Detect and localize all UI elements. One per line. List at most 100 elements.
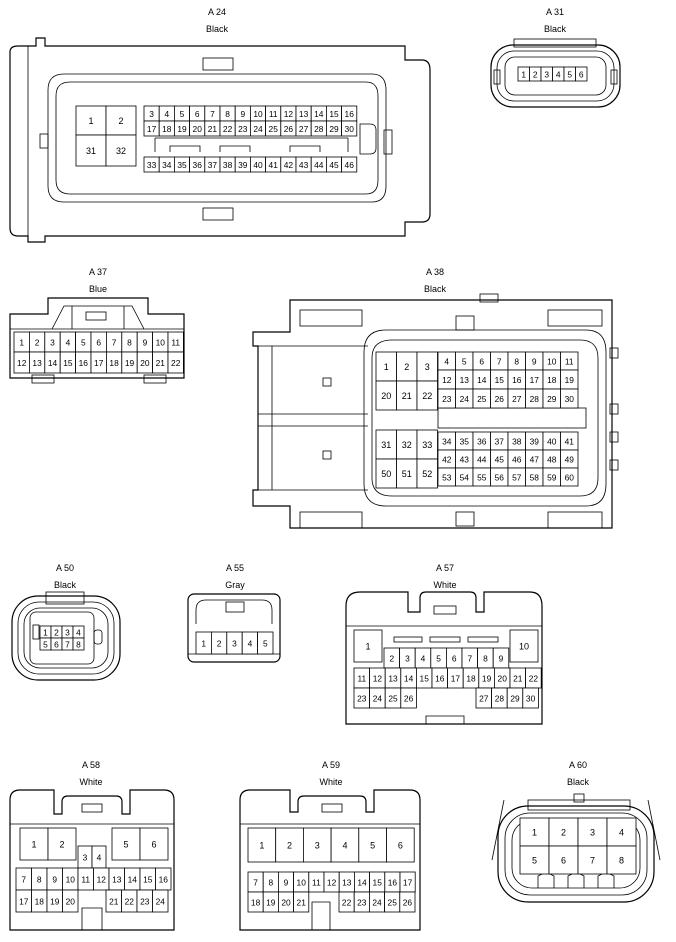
a38-pin-label: 9 (532, 357, 537, 367)
a38-pin-59: 59 (542, 467, 561, 487)
a24-pin-label: 17 (147, 124, 157, 134)
a37-pin-label: 7 (112, 338, 117, 348)
a58-pin-3: 3 (77, 845, 93, 869)
a37-pin-label: 3 (50, 338, 55, 348)
a38-pin-24: 24 (455, 388, 474, 409)
a58-pin-22: 22 (121, 889, 138, 913)
a57-pin-14: 14 (400, 667, 417, 689)
a58-pin-16: 16 (155, 867, 172, 891)
a38-pin-label: 6 (479, 357, 484, 367)
a24-pin-label: 37 (208, 160, 218, 170)
a37-pin-20: 20 (136, 351, 153, 374)
a24-pin-32: 32 (105, 134, 137, 167)
a24-pin-34: 34 (158, 156, 175, 173)
a59-pin-label: 24 (372, 898, 382, 908)
a38-pin-46: 46 (507, 449, 526, 469)
a59-pin-22: 22 (338, 891, 355, 913)
a24-pin-17: 17 (143, 120, 160, 137)
a38-pin-label: 13 (460, 375, 470, 385)
a38-pin-52: 52 (416, 458, 438, 489)
connector-a55-color: Gray (225, 580, 245, 590)
a38-pin-47: 47 (525, 449, 544, 469)
a50-pin-5: 5 (39, 637, 52, 651)
a38-pin-10: 10 (542, 351, 561, 371)
a55-pin-label: 2 (217, 639, 222, 649)
a59-pin-label: 22 (342, 898, 352, 908)
a50-pin-1: 1 (39, 625, 52, 639)
a57-pin-30: 30 (522, 687, 539, 709)
a58-pin-17: 17 (15, 889, 32, 913)
a38-pin-23: 23 (437, 388, 456, 409)
a57-pin-label: 30 (526, 694, 536, 704)
a38-pin-label: 49 (565, 455, 575, 465)
a24-pin-12: 12 (280, 105, 297, 122)
a57-pin-label: 26 (404, 694, 414, 704)
a38-pin-25: 25 (472, 388, 491, 409)
a57-pin-27: 27 (475, 687, 493, 709)
a24-pin-26: 26 (280, 120, 297, 137)
a57-pin-label: 29 (510, 694, 520, 704)
a58-pin-2: 2 (47, 827, 77, 861)
a57-pin-2: 2 (383, 647, 401, 669)
a24-pin-label: 8 (225, 109, 230, 119)
a38-pin-56: 56 (490, 467, 509, 487)
a57-pin-label: 9 (499, 654, 504, 664)
a57-pin-11: 11 (353, 667, 371, 689)
a57-pin-1: 1 (353, 629, 383, 663)
connector-a59-color: White (319, 777, 342, 787)
a50-pin-label: 5 (43, 640, 48, 650)
a59-pin-label: 3 (315, 841, 320, 851)
a50-pin-4: 4 (72, 625, 85, 639)
a57-pin-label: 4 (421, 654, 426, 664)
a50-pin-label: 1 (43, 628, 48, 638)
a58-pin-label: 16 (159, 875, 169, 885)
a24-pin-6: 6 (189, 105, 206, 122)
a24-pin-label: 6 (195, 109, 200, 119)
a24-pin-29: 29 (325, 120, 342, 137)
a38-pin-49: 49 (560, 449, 579, 469)
a57-pin-label: 16 (435, 674, 445, 684)
a55-pin-label: 5 (263, 639, 268, 649)
a24-pin-label: 20 (193, 124, 203, 134)
a24-pin-label: 27 (299, 124, 309, 134)
a57-pin-28: 28 (491, 687, 508, 709)
a24-pin-24: 24 (249, 120, 266, 137)
a57-pin-label: 28 (495, 694, 505, 704)
a38-pin-label: 14 (477, 375, 487, 385)
a24-pin-33: 33 (143, 156, 160, 173)
a24-pin-label: 7 (210, 109, 215, 119)
a38-pin-4: 4 (437, 351, 456, 371)
a59-pin-label: 14 (357, 878, 367, 888)
a59-pin-15: 15 (369, 871, 386, 893)
a38-pin-label: 50 (381, 469, 391, 479)
a24-pin-label: 19 (177, 124, 187, 134)
a37-pin-label: 20 (140, 358, 150, 368)
a60-pin-label: 7 (590, 856, 595, 866)
a57-pin-label: 6 (452, 654, 457, 664)
a57-pin-label: 22 (529, 674, 539, 684)
connector-a59-housing (239, 789, 421, 931)
connector-a24-color: Black (206, 24, 229, 34)
a38-pin-label: 26 (495, 394, 505, 404)
a59-pin-4: 4 (330, 827, 360, 863)
a57-pin-25: 25 (384, 687, 402, 709)
a38-pin-label: 58 (530, 473, 540, 483)
a24-pin-43: 43 (295, 156, 312, 173)
a57-pin-label: 24 (373, 694, 383, 704)
a55-pin-2: 2 (210, 631, 228, 655)
a24-pin-label: 24 (253, 124, 263, 134)
a38-pin-45: 45 (490, 449, 509, 469)
a57-pin-label: 7 (467, 654, 472, 664)
a24-pin-20: 20 (189, 120, 206, 137)
a38-pin-21: 21 (396, 380, 418, 411)
a58-pin-label: 24 (156, 897, 166, 907)
connector-a55-name: A 55 (226, 563, 244, 573)
a58-pin-19: 19 (46, 889, 63, 913)
a37-pin-label: 19 (125, 358, 135, 368)
a38-pin-label: 15 (495, 375, 505, 385)
a59-pin-1: 1 (247, 827, 277, 863)
